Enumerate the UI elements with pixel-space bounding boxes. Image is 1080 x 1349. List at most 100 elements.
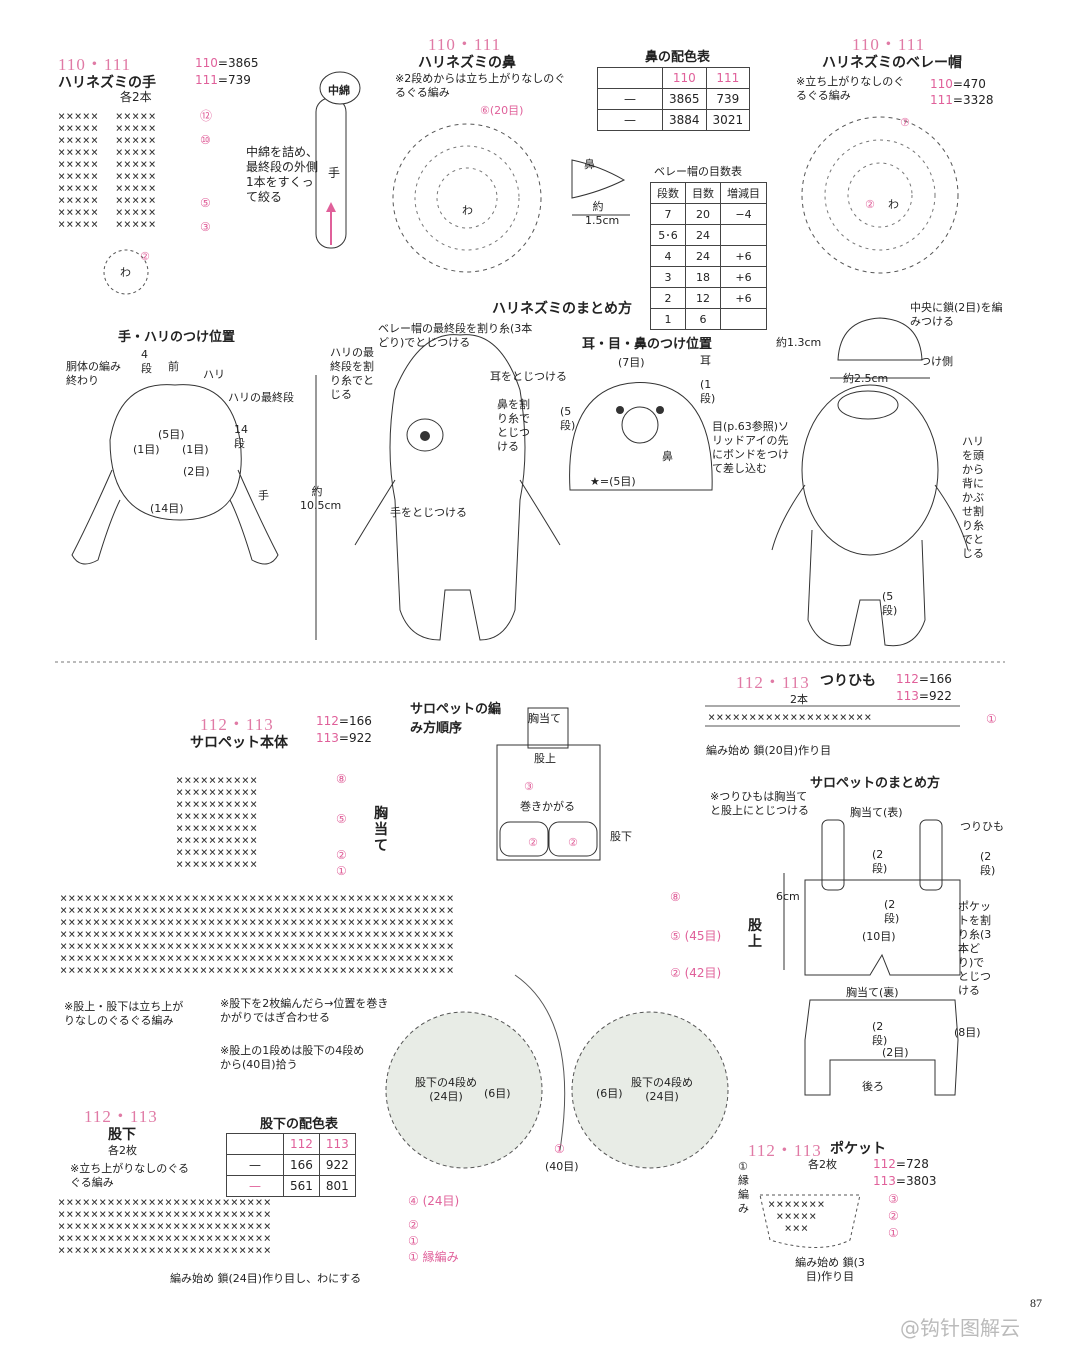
pocket-row-3: ③ xyxy=(888,1192,899,1206)
crotch-top-label: 股上 xyxy=(748,918,762,950)
order-three: ③ xyxy=(524,780,534,793)
four-rows-label: 4段 xyxy=(141,348,152,375)
five-stitches-label: (5目) xyxy=(158,428,185,441)
two-rows-b: (2段) xyxy=(980,850,996,877)
main-row-5: ⑤ (45目) xyxy=(670,929,722,943)
hand-title: ハリネズミの手 xyxy=(58,75,156,91)
hand-row-12: ⑫ xyxy=(200,109,213,123)
one-stitch-right: (1目) xyxy=(182,443,209,456)
watermark: @钩针图解云 xyxy=(900,1316,1020,1340)
beret-color-1: 110=470 xyxy=(930,77,986,91)
beret-row-7: ⑦ xyxy=(900,116,910,129)
hedgehog-assembly-title: ハリネズミのまとめ方 xyxy=(492,301,632,317)
hand-pattern-numbers: 110・111 xyxy=(58,55,132,74)
crotch-title: 股下 xyxy=(108,1127,136,1143)
circle-left-label: 股下の4段め(24目) xyxy=(415,1076,477,1103)
forty-marker: ① xyxy=(554,1142,565,1156)
crotch-row-1: ① xyxy=(408,1234,419,1248)
pocket-color-2: 113=3803 xyxy=(873,1174,937,1188)
crotch-edge-row: ① 縁編み xyxy=(408,1250,459,1264)
eye-note: 目(p.63参照)ソリッドアイの先にボンドをつけて差し込む xyxy=(712,420,790,475)
strap-start: 編み始め 鎖(20目)作り目 xyxy=(706,744,832,757)
hand-stuffing-note: 中綿を詰め、最終段の外側1本をすくって絞る xyxy=(246,145,319,204)
salopette-color-1: 112=166 xyxy=(316,714,372,728)
pocket-count: 各2枚 xyxy=(808,1158,837,1171)
body-end-label: 胴体の編み終わり xyxy=(66,360,121,387)
star-note: ★=(5目) xyxy=(590,475,636,488)
bib-back-label: 胸当て(裏) xyxy=(846,986,899,999)
back-two-stitches: (2目) xyxy=(882,1046,909,1059)
six-right: (6目) xyxy=(596,1087,623,1100)
hand-row-2: ② xyxy=(140,250,150,263)
bib-stitch-chart: ×××××××××× ×××××××××× ×××××××××× ×××××××… xyxy=(176,773,259,871)
hand-attach-note: 手をとじつける xyxy=(390,506,467,519)
salopette-pattern-numbers: 112・113 xyxy=(200,715,274,734)
nose-size: 約1.5cm xyxy=(585,200,620,227)
strap-label: つりひも xyxy=(960,820,1004,833)
salopette-color-2: 113=922 xyxy=(316,731,372,745)
hand-stitch-chart: ××××× ××××× ××××× ××××× ××××× ××××× ××××… xyxy=(58,109,157,231)
crotch-row-4: ④ (24目) xyxy=(408,1194,460,1208)
crotch-stitch-chart: ×××××××××××××××××××××××××× ×××××××××××××… xyxy=(58,1195,272,1257)
salopette-assembly-title: サロペットのまとめ方 xyxy=(810,776,941,791)
strap-color-2: 113=922 xyxy=(896,689,952,703)
hand-attach-label: 手 xyxy=(258,489,269,502)
hari-back-note: ハリを頭から背にかぶせ割り糸でとじる xyxy=(962,435,984,560)
nose-cone-label: 鼻 xyxy=(584,158,595,171)
five-rows-back-label: (5段) xyxy=(882,590,898,617)
order-chest: 胸当て xyxy=(528,712,561,725)
note-join: ※股下を2枚編んだら→位置を巻きかがりではぎ合わせる xyxy=(220,997,389,1024)
beret-center-note: 中央に鎖(2目)を編みつける xyxy=(910,301,1003,328)
two-rows-a: (2段) xyxy=(872,848,888,875)
crotch-row-2: ② xyxy=(408,1218,419,1232)
fourteen-rows-label: 14段 xyxy=(234,423,248,450)
nose-note: ※2段めからは立ち上がりなしのぐるぐる編み xyxy=(395,72,566,99)
hand-count: 各2本 xyxy=(120,90,152,104)
hand-ring-label: わ xyxy=(120,266,131,279)
beret-color-2: 111=3328 xyxy=(930,93,994,107)
order-two-left: ② xyxy=(528,836,538,849)
pocket-edge-label: ①縁編み xyxy=(738,1160,749,1215)
hari-label: ハリ xyxy=(203,368,225,381)
hand-row-10: ⑩ xyxy=(200,133,211,147)
order-crotch-top: 股上 xyxy=(534,752,556,765)
beret-table-title: ベレー帽の目数表 xyxy=(654,165,742,178)
order-wrap: 巻きかがる xyxy=(520,800,575,813)
beret-width: 約2.5cm xyxy=(843,372,889,385)
main-row-2: ② (42目) xyxy=(670,966,722,980)
beret-pattern-numbers: 110・111 xyxy=(852,35,926,54)
bib-row-5: ⑤ xyxy=(336,812,347,826)
salopette-title: サロペット本体 xyxy=(190,735,288,751)
two-rows-c: (2段) xyxy=(884,898,900,925)
pocket-attach-note: ポケットを割り糸(3本どり)でとじつける xyxy=(958,900,992,997)
crotch-pattern-numbers: 112・113 xyxy=(84,1107,158,1126)
ear-label: 耳 xyxy=(700,354,711,367)
beret-attach-note: ベレー帽の最終段を割り糸(3本どり)でとじつける xyxy=(378,322,533,349)
nose-attach-note: 鼻を割り糸でとじつける xyxy=(497,398,530,453)
bib-row-2: ② xyxy=(336,848,347,862)
nose-ring-label: わ xyxy=(462,204,473,217)
order-crotch: 股下 xyxy=(610,830,632,843)
bib-row-8: ⑧ xyxy=(336,772,347,786)
five-rows-label: (5段) xyxy=(560,405,576,432)
crotch-color-table-title: 股下の配色表 xyxy=(260,1117,339,1132)
eight-stitches: (8目) xyxy=(954,1026,981,1039)
strap-pattern-numbers: 112・113 xyxy=(736,673,810,692)
cotton-label: 中綿 xyxy=(328,84,350,97)
ten-stitches: (10目) xyxy=(862,930,896,943)
order-two-right: ② xyxy=(568,836,578,849)
hand-row-3: ③ xyxy=(200,220,211,234)
note-spiral: ※股上・股下は立ち上がりなしのぐるぐる編み xyxy=(64,1000,184,1027)
hand-row-5: ⑤ xyxy=(200,196,211,210)
strap-title: つりひも xyxy=(820,673,876,689)
pocket-pattern-numbers: 112・113 xyxy=(748,1141,822,1160)
pocket-title: ポケット xyxy=(830,1141,886,1157)
one-row-label: (1段) xyxy=(700,378,716,405)
front-label: 前 xyxy=(168,360,179,373)
forty-stitches: (40目) xyxy=(545,1160,579,1173)
nose-position-label: 鼻 xyxy=(662,450,673,463)
hand-position-title: 手・ハリのつけ位置 xyxy=(118,330,236,345)
beret-title: ハリネズミのベレー帽 xyxy=(822,55,962,71)
